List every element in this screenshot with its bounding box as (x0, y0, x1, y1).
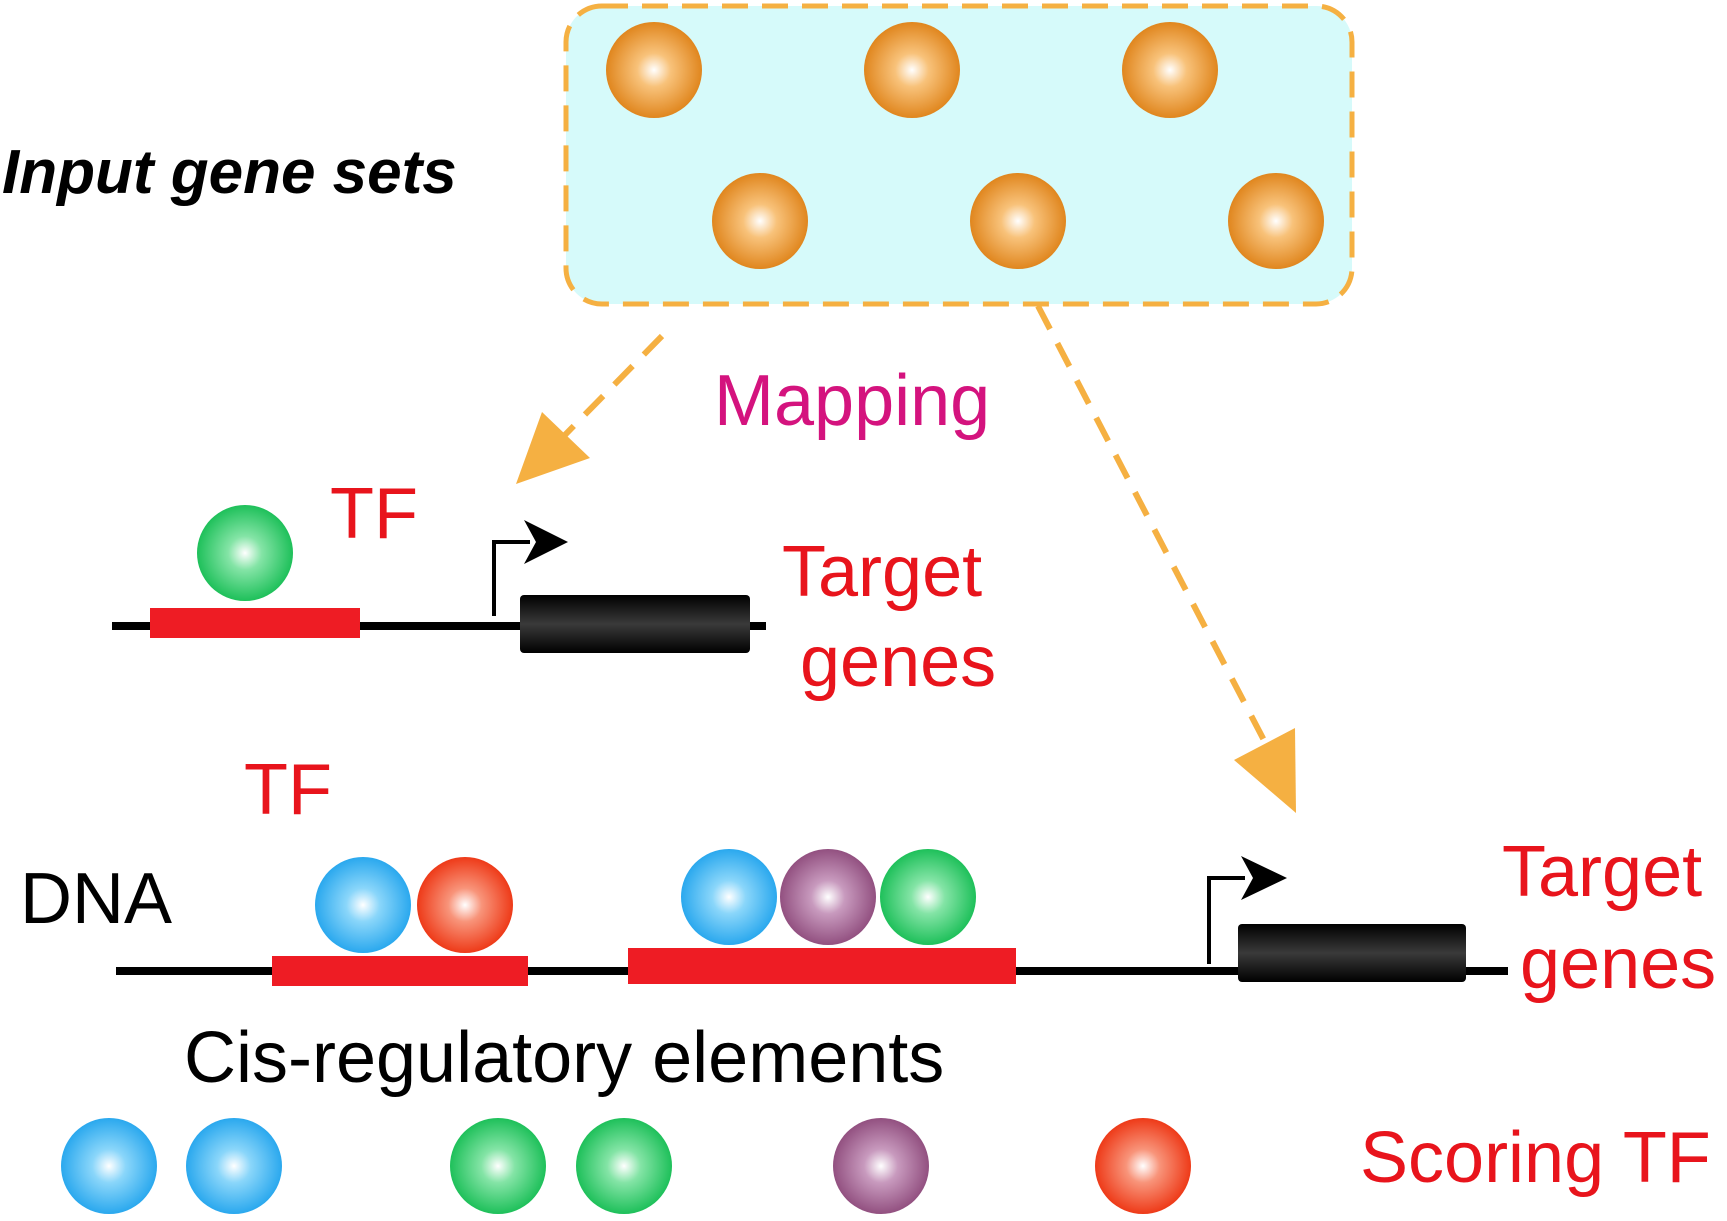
top-target-gene-block (520, 595, 750, 653)
target-genes-top-line1: Target (782, 532, 982, 612)
bottom-cis-element-1 (272, 956, 528, 986)
input-gene-3 (1122, 22, 1218, 118)
mapping-label: Mapping (714, 361, 990, 441)
scoring-tf-blue-2 (186, 1118, 282, 1214)
mapping-arrow-left (516, 333, 665, 484)
scoring-tf-blue-1 (61, 1118, 157, 1214)
bottom-tf-blue (315, 857, 411, 953)
input-gene-6 (1228, 173, 1324, 269)
target-genes-bottom-line2: genes (1520, 924, 1716, 1004)
dna-label: DNA (20, 859, 172, 939)
bottom-target-gene-block (1238, 924, 1466, 982)
cis-regulatory-elements-label: Cis-regulatory elements (184, 1018, 944, 1098)
scoring-tf-label: Scoring TF (1360, 1118, 1711, 1198)
input-gene-2 (864, 22, 960, 118)
input-gene-sets-label: Input gene sets (2, 138, 457, 207)
top-tf-green (197, 505, 293, 601)
input-gene-4 (712, 173, 808, 269)
scoring-tf-row (61, 1118, 1191, 1214)
input-gene-1 (606, 22, 702, 118)
top-dna-strand (112, 505, 766, 653)
mapping-arrow-right (1035, 304, 1296, 813)
scoring-tf-green-1 (450, 1118, 546, 1214)
target-genes-bottom-line1: Target (1502, 832, 1702, 912)
target-genes-top-line2: genes (800, 622, 996, 702)
input-gene-5 (970, 173, 1066, 269)
bottom-tf-blue-2 (681, 849, 777, 945)
scoring-tf-red (1095, 1118, 1191, 1214)
tf-label-bottom: TF (244, 750, 332, 830)
top-tss-arrow-icon (492, 520, 568, 616)
input-gene-set-box (563, 3, 1355, 307)
bottom-dna-strand (116, 849, 1508, 986)
bottom-cis-element-2 (628, 948, 1016, 984)
top-cis-element (150, 608, 360, 638)
tf-label-top: TF (330, 474, 418, 554)
scoring-tf-green-2 (576, 1118, 672, 1214)
bottom-tf-purple (780, 849, 876, 945)
bottom-tf-red (417, 857, 513, 953)
bottom-tss-arrow-icon (1207, 856, 1287, 964)
scoring-tf-purple (833, 1118, 929, 1214)
bottom-tf-green (880, 849, 976, 945)
